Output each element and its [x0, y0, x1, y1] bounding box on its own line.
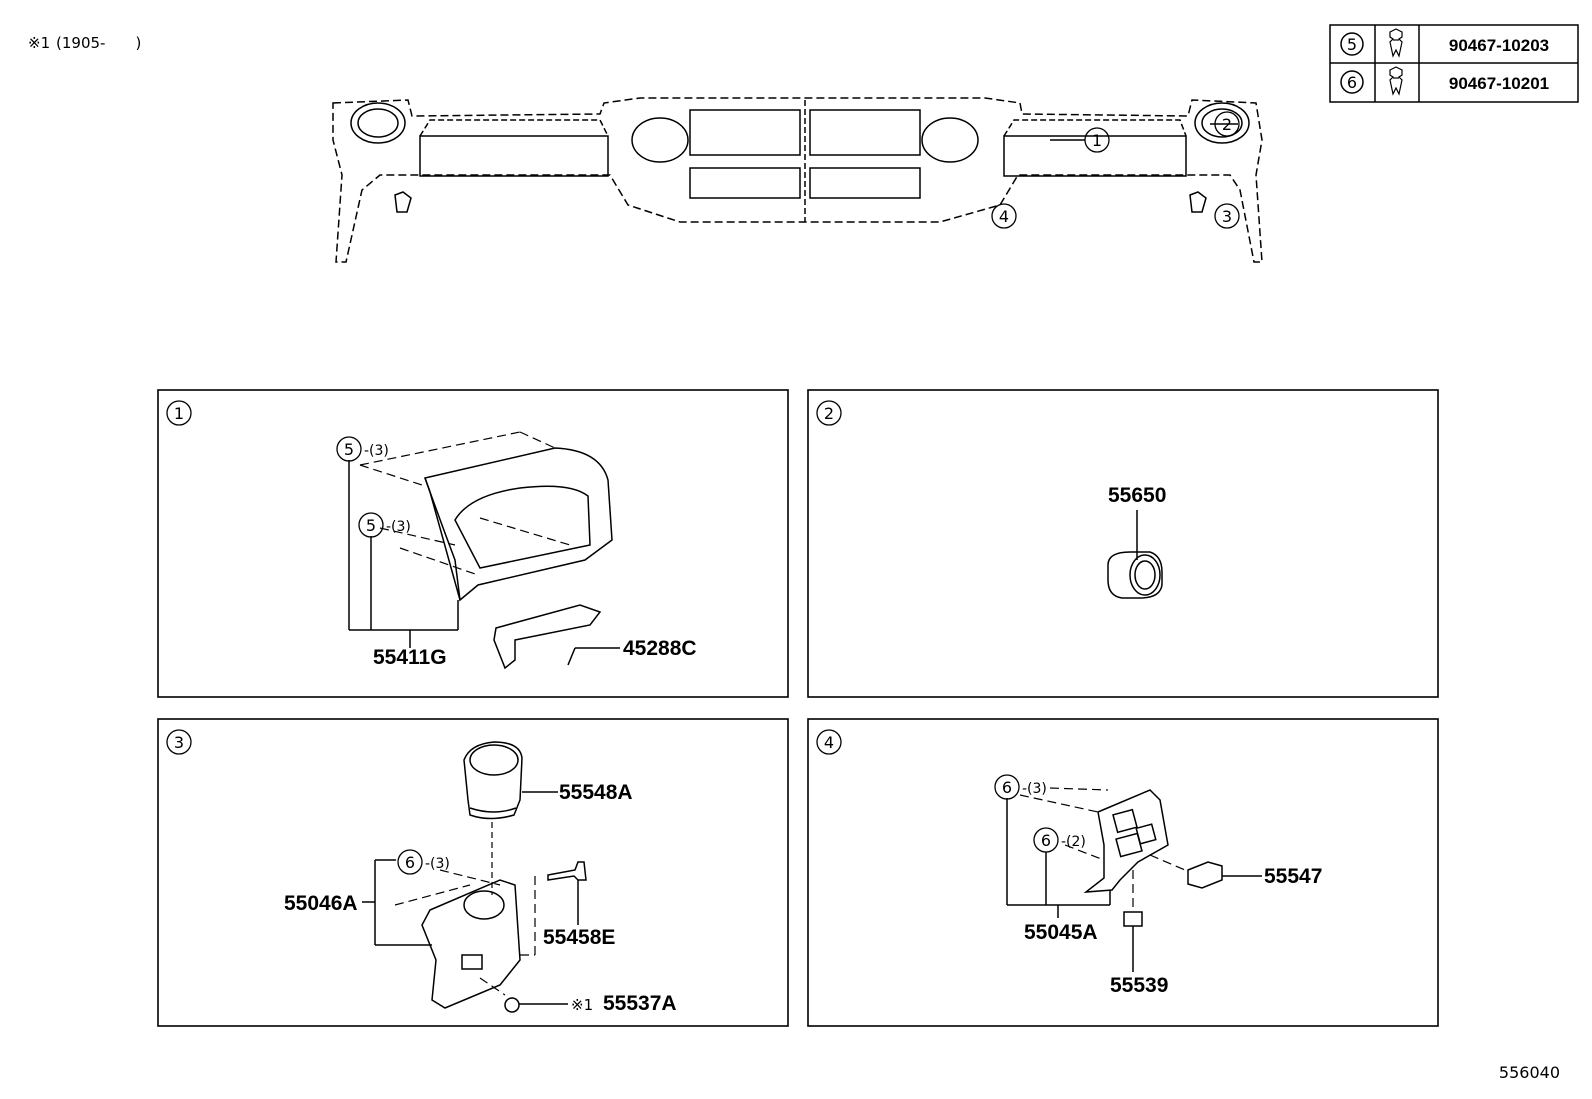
- overview-callout-1-text: 1: [1092, 131, 1102, 150]
- note-marker: ※1: [28, 34, 50, 52]
- overview-callout-circles: [991, 111, 1240, 229]
- table-callout-5: 5: [1347, 35, 1357, 54]
- panel-1-clip-callout-a: [336, 436, 362, 462]
- panel-1-clip-ref-b: 5: [366, 516, 376, 535]
- diagram-reference: 556040: [1499, 1063, 1560, 1082]
- meter-hood: [424, 447, 613, 602]
- panel-1-frame: [157, 389, 789, 698]
- bolt-55458e: [547, 861, 587, 881]
- grommet-55537a: [504, 997, 520, 1013]
- overview-callout-4-text: 4: [999, 207, 1009, 226]
- air-register: [1107, 551, 1163, 599]
- panel-4-clip-qty-b: -(2): [1061, 834, 1086, 850]
- clip-table: [1329, 24, 1579, 103]
- panel-1-clip-qty-a: -(3): [364, 443, 389, 459]
- panel-4-drawing: [1006, 787, 1262, 972]
- panel-4-clip-callout-b: [1033, 827, 1059, 853]
- panel-2-id-circle: [816, 400, 842, 426]
- overview-callout-4: [991, 203, 1017, 229]
- overview-callout-3-text: 3: [1222, 207, 1232, 226]
- switch-55547: [1187, 861, 1223, 889]
- overview-callout-3: [1214, 203, 1240, 229]
- panel-4-frame: [807, 718, 1439, 1027]
- part-55537a: 55537A: [603, 992, 677, 1015]
- panel-2-id: 2: [824, 404, 834, 423]
- table-callout-circle-5: [1340, 32, 1364, 56]
- panel-4-clip-callout-a: [994, 774, 1020, 800]
- panel-3-id-circle: [166, 729, 192, 755]
- panel-3-clip-callout: [397, 849, 423, 875]
- part-55537a-marker: ※1: [571, 996, 593, 1014]
- part-55547: 55547: [1264, 865, 1322, 888]
- part-55411g: 55411G: [373, 646, 447, 669]
- part-45288c: 45288C: [623, 637, 697, 660]
- part-55045a: 55045A: [1024, 921, 1098, 944]
- panel-4-clip-ref-b: 6: [1041, 831, 1051, 850]
- note-text: (1905- ): [56, 34, 141, 52]
- bracket-45288c: [493, 604, 602, 670]
- instrument-panel-overview: [332, 97, 1263, 263]
- panel-4-clip-qty-a: -(3): [1022, 781, 1047, 797]
- part-55458e: 55458E: [543, 926, 615, 949]
- table-callout-circle-6: [1340, 70, 1364, 94]
- cup-holder-55548a: [463, 741, 523, 820]
- panel-1-id: 1: [174, 404, 184, 423]
- table-part-number-1: 90467-10203: [1449, 36, 1549, 55]
- part-55548a: 55548A: [559, 781, 633, 804]
- panel-2-drawing: [1107, 510, 1163, 599]
- plug-55539: [1123, 911, 1143, 927]
- table-part-number-2: 90467-10201: [1449, 74, 1549, 93]
- panel-1-id-circle: [166, 400, 192, 426]
- clip-icon: [1389, 28, 1403, 58]
- clip-icon: [1389, 66, 1403, 96]
- panel-1-drawing: [348, 431, 620, 670]
- overview-callout-2: [1214, 111, 1240, 137]
- panel-2-frame: [807, 389, 1439, 698]
- part-55650: 55650: [1108, 484, 1166, 507]
- panel-3-clip-qty: -(3): [425, 856, 450, 872]
- panel-3-frame: [157, 718, 789, 1027]
- panel-4-id-circle: [816, 729, 842, 755]
- panel-1-clip-callout-b: [358, 512, 384, 538]
- panel-3-clip-ref: 6: [405, 853, 415, 872]
- switch-base-55045a: [1083, 789, 1169, 893]
- panel-1-clip-qty-b: -(3): [386, 519, 411, 535]
- overview-callout-2-text: 2: [1222, 115, 1232, 134]
- panel-4-clip-ref-a: 6: [1002, 778, 1012, 797]
- panel-3-id: 3: [174, 733, 184, 752]
- panel-3-drawing: [362, 741, 587, 1013]
- panel-4-id: 4: [824, 733, 834, 752]
- part-55539: 55539: [1110, 974, 1168, 997]
- dash-outline: [332, 97, 1263, 263]
- panel-1-clip-ref-a: 5: [344, 440, 354, 459]
- lower-finish-55046a: [421, 879, 521, 1009]
- overview-callout-1: [1084, 127, 1110, 153]
- applicability-note: ※1 (1905- ): [28, 34, 141, 52]
- part-55046a: 55046A: [284, 892, 358, 915]
- table-callout-6: 6: [1347, 73, 1357, 92]
